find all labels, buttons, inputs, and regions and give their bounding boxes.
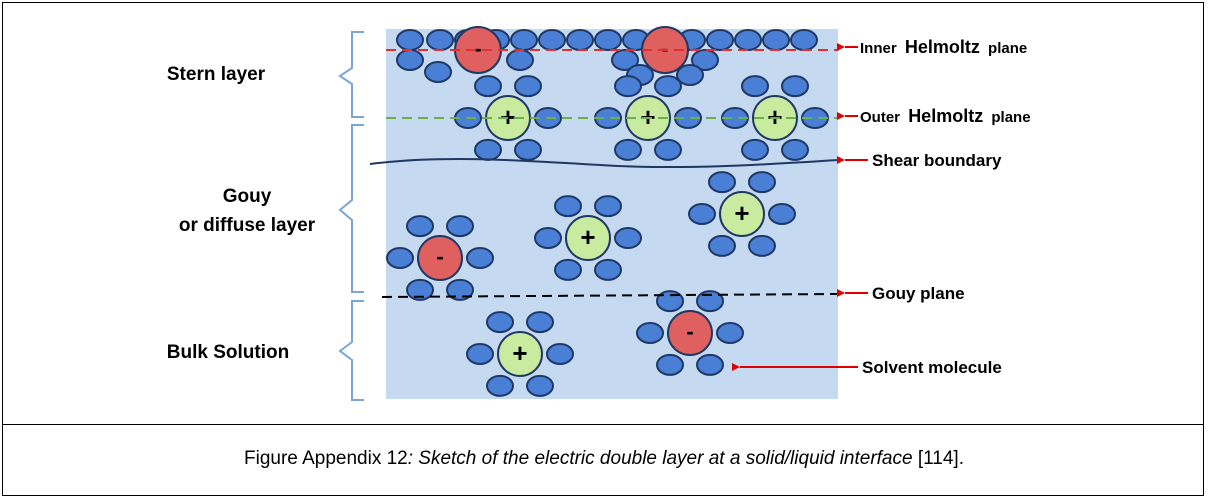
solvent-molecule: [611, 49, 639, 71]
solvent-molecule: [716, 322, 744, 344]
gouy-layer-bracket: [338, 124, 364, 293]
inner-helmholtz-word2: Helmoltz: [905, 37, 980, 57]
solvent-molecule: [474, 75, 502, 98]
solvent-molecule: [741, 138, 769, 161]
solvent-molecule: [594, 195, 622, 218]
anion-sign: -: [661, 36, 668, 61]
cation-sign: +: [734, 198, 749, 228]
anion: [417, 235, 463, 281]
solvent-molecule: [446, 215, 474, 238]
bulk-solution-bracket: [338, 300, 364, 401]
solvent-molecule: [514, 75, 542, 98]
solvent-molecule: [708, 234, 736, 257]
solvent-molecule: [790, 29, 818, 51]
solvent-molecule: [510, 29, 538, 51]
solvent-molecule: [554, 195, 582, 218]
electric-double-layer-diagram: --+++-+++- Stern layer Gouy or diffuse l…: [167, 26, 1031, 401]
solvent-molecule: [474, 138, 502, 161]
shear-boundary-line: [369, 158, 839, 169]
solvent-molecule: [466, 247, 494, 269]
solvent-molecule: [486, 311, 514, 334]
cation-sign: +: [512, 338, 527, 368]
cation: [497, 331, 543, 377]
solvent-molecule: [594, 258, 622, 281]
figure-caption: Figure Appendix 12: Sketch of the electr…: [0, 448, 1208, 470]
inner-helmholtz-word3: plane: [988, 40, 1027, 57]
gouy-plane-label: Gouy plane: [872, 284, 965, 303]
solvent-molecule: [406, 278, 434, 301]
solvent-molecule: [406, 215, 434, 238]
stern-layer-label: Stern layer: [167, 64, 266, 85]
solvent-molecule: [768, 203, 796, 225]
solvent-molecule: [594, 29, 622, 51]
cation: [719, 191, 765, 237]
outer-helmholtz-word2: Helmoltz: [908, 106, 983, 126]
solvent-molecule: [676, 64, 704, 86]
stern-layer-bracket: [338, 31, 364, 118]
solvent-molecule: [748, 171, 776, 194]
caption-italic-text: : Sketch of the electric double layer at…: [407, 448, 913, 469]
solvent-molecule: [741, 75, 769, 98]
solvent-molecule: [526, 374, 554, 397]
solvent-molecule: [614, 227, 642, 249]
solvent-molecule: [706, 29, 734, 51]
cation: [565, 215, 611, 261]
caption-separator: [2, 424, 1204, 425]
solvent-molecule: [734, 29, 762, 51]
anion-sign: -: [686, 319, 693, 344]
solvent-molecule: [636, 322, 664, 344]
solvent-molecule: [506, 49, 534, 71]
solvent-molecule: [538, 29, 566, 51]
solvent-molecule: [762, 29, 790, 51]
solvent-molecule: [514, 138, 542, 161]
anion-sign: -: [474, 36, 481, 61]
gouy-layer-label-line2: or diffuse layer: [179, 215, 316, 236]
solvent-molecule: [386, 247, 414, 269]
solvent-molecule: [708, 171, 736, 194]
bulk-solution-label: Bulk Solution: [167, 342, 289, 363]
inner-helmholtz-label: Inner Helmoltz plane: [860, 37, 1027, 57]
solvent-molecule: [424, 61, 452, 83]
solvent-molecule: [654, 75, 682, 98]
solvent-molecule: [396, 29, 424, 51]
solvent-molecule: [566, 29, 594, 51]
solvent-molecule: [696, 353, 724, 376]
solvent-molecule: [614, 138, 642, 161]
solvent-molecule: [656, 353, 684, 376]
molecules-group: --+++-+++-: [386, 26, 829, 397]
solvent-molecule: [526, 311, 554, 334]
caption-prefix: Figure Appendix 12: [244, 448, 408, 469]
outer-helmholtz-word3: plane: [991, 109, 1030, 126]
solvent-molecule: [534, 227, 562, 249]
solvent-molecule: [486, 374, 514, 397]
shear-boundary-label: Shear boundary: [872, 151, 1002, 170]
outer-helmholtz-label: Outer Helmoltz plane: [860, 106, 1031, 126]
solvent-molecule: [748, 234, 776, 257]
outer-helmholtz-word1: Outer: [860, 109, 900, 126]
gouy-layer-label-line1: Gouy: [223, 186, 272, 207]
anion: [667, 310, 713, 356]
solvent-molecule: [546, 343, 574, 365]
gouy-plane-line: [381, 293, 839, 298]
solvent-molecule: [554, 258, 582, 281]
solvent-molecule: [426, 29, 454, 51]
solvent-molecule: [654, 138, 682, 161]
solvent-molecule: [446, 278, 474, 301]
solvent-molecule: [688, 203, 716, 225]
cation-sign: +: [580, 222, 595, 252]
solvent-molecule: [614, 75, 642, 98]
inner-helmholtz-word1: Inner: [860, 40, 897, 57]
solvent-molecule-label: Solvent molecule: [862, 358, 1002, 377]
solvent-molecule: [691, 49, 719, 71]
solvent-molecule: [396, 49, 424, 71]
solvent-molecule: [696, 290, 724, 313]
solvent-molecule: [781, 138, 809, 161]
anion-sign: -: [436, 244, 443, 269]
solvent-molecule: [781, 75, 809, 98]
solvent-molecule: [466, 343, 494, 365]
caption-reference: [114].: [912, 448, 964, 469]
